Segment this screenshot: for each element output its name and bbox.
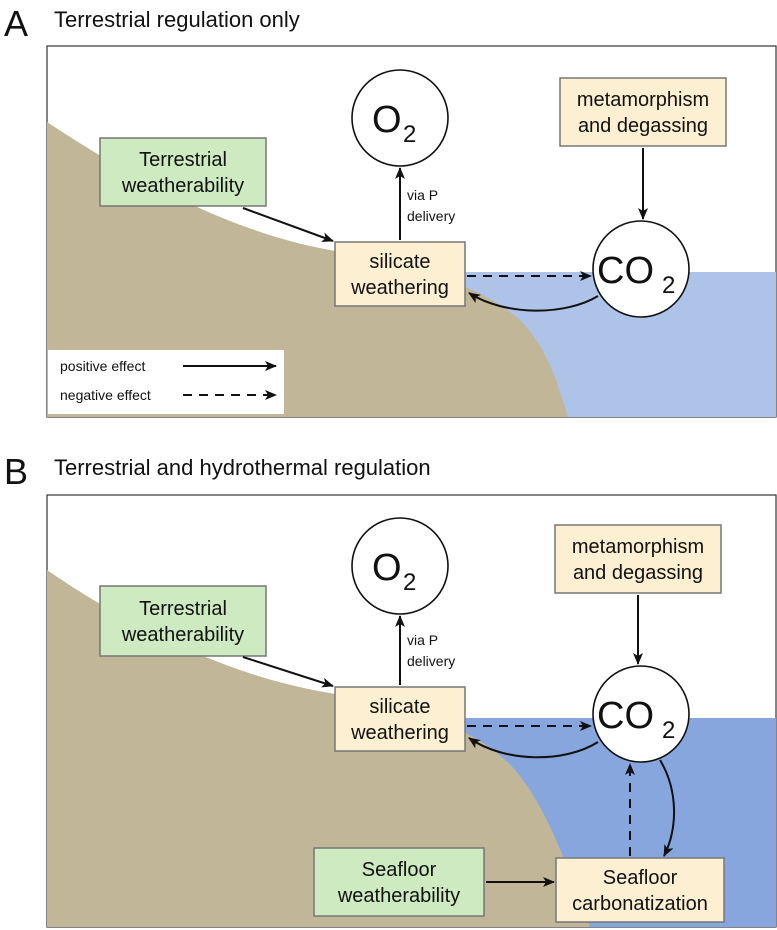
svg-text:Seafloor: Seafloor [603,867,678,889]
co2-subscript: 2 [662,717,675,744]
o2-subscript: 2 [403,121,416,148]
arrow-co2-to-silicate [468,737,599,759]
panel-b-diagram: O 2 CO 2 Terrestrial weatherability sili… [46,494,777,928]
svg-text:Terrestrial: Terrestrial [139,149,227,171]
arrow-co2-to-silicate [468,292,599,312]
svg-text:and degassing: and degassing [578,115,708,137]
arrow-terrestrial-to-silicate [242,207,334,242]
co2-node: CO 2 [592,665,690,763]
co2-node: CO 2 [592,220,690,318]
metamorphism-degassing-box: metamorphism and degassing [554,524,722,594]
legend-negative-label: negative effect [60,387,151,403]
svg-text:metamorphism: metamorphism [577,89,709,111]
silicate-weathering-box: silicate weathering [334,241,466,307]
land-region [47,570,590,927]
panel-a-diagram: O 2 CO 2 Terrestrial weatherability sili… [46,45,777,418]
panel-a-letter: A [4,3,29,44]
land-region [47,122,568,417]
co2-label: CO [597,695,654,737]
delivery-label: delivery [407,653,455,669]
svg-text:silicate: silicate [369,251,430,273]
svg-text:Terrestrial: Terrestrial [139,598,227,620]
o2-node: O 2 [351,69,449,167]
legend: positive effect negative effect [48,350,284,414]
svg-text:metamorphism: metamorphism [572,536,704,558]
svg-text:weathering: weathering [350,277,449,299]
panel-b-letter: B [4,451,29,492]
svg-text:silicate: silicate [369,696,430,718]
o2-subscript: 2 [403,569,416,596]
svg-text:weatherability: weatherability [121,175,244,197]
terrestrial-weatherability-box: Terrestrial weatherability [99,137,267,207]
co2-subscript: 2 [662,272,675,299]
seafloor-carbonatization-box: Seafloor carbonatization [555,857,725,923]
o2-label: O [372,99,402,141]
panel-b-title: Terrestrial and hydrothermal regulation [54,455,431,480]
svg-text:Seafloor: Seafloor [362,859,437,881]
arrow-terrestrial-to-silicate [242,656,334,688]
terrestrial-weatherability-box: Terrestrial weatherability [99,585,267,657]
via-p-label: via P [407,187,438,203]
legend-positive-label: positive effect [60,358,145,374]
arrow-co2-to-carbonatization [659,759,676,857]
svg-text:weatherability: weatherability [337,885,460,907]
svg-text:weathering: weathering [350,722,449,744]
panel-a-title: Terrestrial regulation only [54,7,300,32]
svg-text:carbonatization: carbonatization [572,893,708,915]
svg-text:weatherability: weatherability [121,624,244,646]
seafloor-weatherability-box: Seafloor weatherability [313,847,485,917]
o2-node: O 2 [351,517,449,615]
co2-label: CO [597,250,654,292]
via-p-label: via P [407,632,438,648]
silicate-weathering-box: silicate weathering [334,686,466,752]
o2-label: O [372,547,402,589]
metamorphism-degassing-box: metamorphism and degassing [559,77,727,147]
delivery-label: delivery [407,208,455,224]
svg-text:and degassing: and degassing [573,562,703,584]
